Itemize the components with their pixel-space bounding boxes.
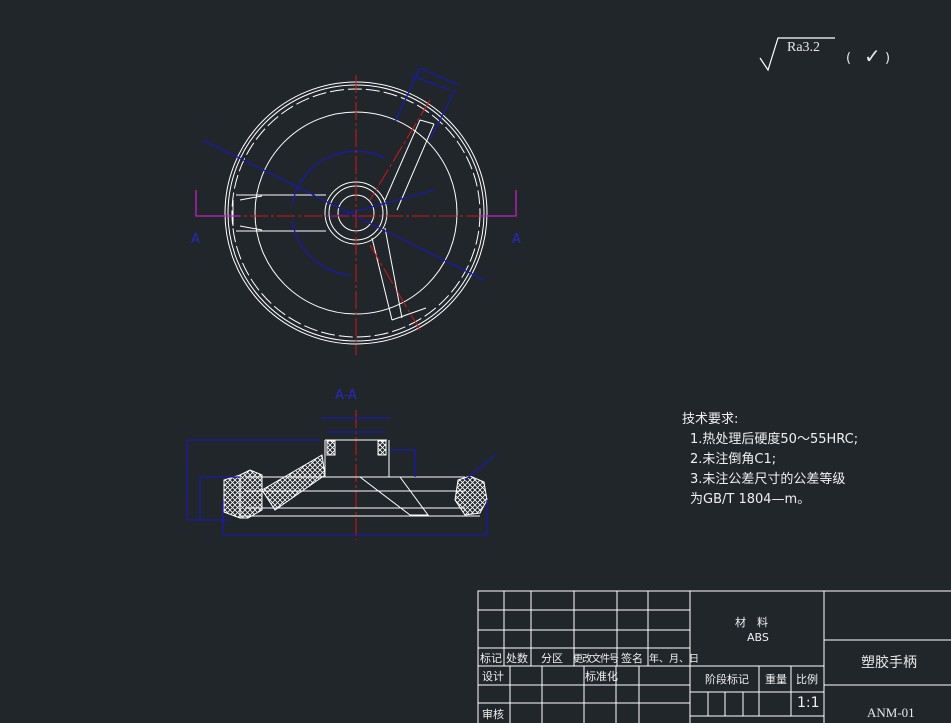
header-change-doc: 更改文件号 — [573, 654, 619, 665]
check-icon: ✓ — [864, 44, 881, 68]
roughness-value: Ra3.2 — [787, 40, 821, 55]
tech-item: 2.未注倒角C1; — [690, 452, 777, 467]
roughness-open: ( — [846, 51, 852, 66]
weight-label: 重量 — [765, 673, 787, 686]
section-mark-left: A — [191, 232, 200, 247]
header-zone: 分区 — [541, 652, 563, 665]
material-label: 材 料 — [735, 616, 768, 629]
tech-title: 技术要求: — [682, 412, 739, 427]
scale-value: 1:1 — [797, 695, 820, 711]
part-name: 塑胶手柄 — [861, 655, 917, 671]
stage-mark-label: 阶段标记 — [705, 673, 749, 686]
tech-item: 1.热处理后硬度50～55HRC; — [690, 432, 859, 447]
section-dimensions — [186, 417, 496, 536]
tech-item: 3.未注公差尺寸的公差等级 — [690, 472, 846, 487]
section-cut-line — [195, 190, 517, 217]
scale-label: 比例 — [796, 673, 818, 686]
top-view-dimensions — [202, 67, 485, 281]
section-label: A-A — [335, 388, 357, 403]
section-mark-right: A — [512, 232, 521, 247]
header-date: 年、月、日 — [649, 654, 699, 665]
section-view — [240, 439, 480, 517]
roughness-close: ) — [885, 51, 891, 66]
standardization-label: 标准化 — [585, 670, 618, 683]
title-block-grid — [477, 590, 951, 723]
section-hatching — [223, 440, 488, 519]
material-value: ABS — [747, 631, 769, 644]
review-label: 审核 — [482, 708, 504, 721]
tech-item: 为GB/T 1804—m。 — [690, 492, 811, 507]
tech-requirements: 技术要求: 1.热处理后硬度50～55HRC; 2.未注倒角C1; 3.未注公差… — [682, 410, 858, 510]
header-mark: 标记 — [480, 652, 502, 665]
roughness-symbol-icon — [759, 37, 835, 72]
header-signature: 签名 — [621, 652, 643, 665]
design-label: 设计 — [482, 670, 504, 683]
drawing-number: ANM-01 — [867, 705, 915, 720]
header-count: 处数 — [506, 652, 528, 665]
